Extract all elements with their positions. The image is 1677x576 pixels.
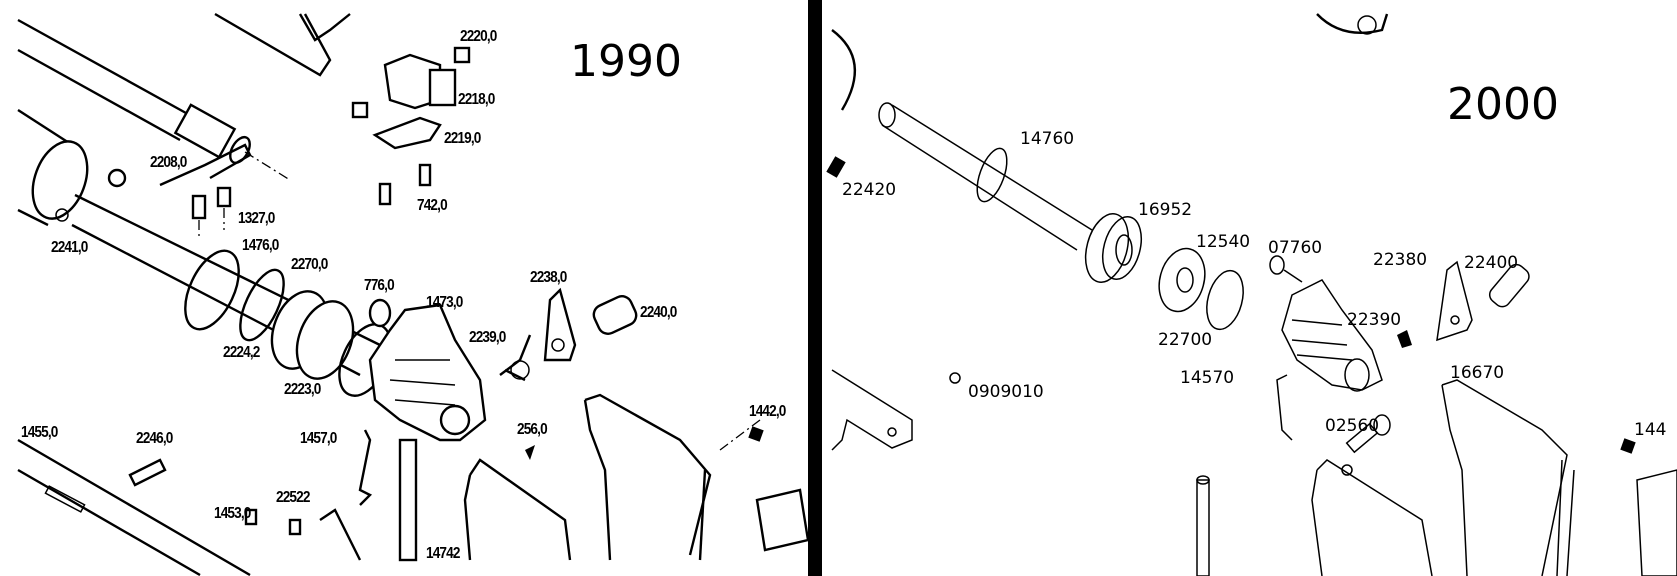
part-label: 22400 <box>1464 253 1519 273</box>
parts-drawing-1990 <box>17 12 808 576</box>
part-label: 144 <box>1634 420 1667 440</box>
part-label: 1476,0 <box>242 237 279 254</box>
part-label: 2224,2 <box>223 344 260 361</box>
part-label: 22522 <box>276 489 310 506</box>
part-label: 2239,0 <box>469 329 506 346</box>
panel-divider <box>808 0 822 576</box>
part-label: 22390 <box>1347 310 1402 330</box>
part-label: 1453,0 <box>214 505 251 522</box>
part-label: 22420 <box>842 180 897 200</box>
part-label: 22380 <box>1373 250 1428 270</box>
part-label: 256,0 <box>517 421 548 438</box>
part-label: 16952 <box>1138 200 1193 220</box>
part-label: 1473,0 <box>426 294 463 311</box>
part-label: 2241,0 <box>51 239 88 256</box>
part-label: 776,0 <box>364 277 395 294</box>
part-label: 22700 <box>1158 330 1213 350</box>
part-label: 14760 <box>1020 129 1075 149</box>
part-label: 2246,0 <box>136 430 173 447</box>
part-label: 2223,0 <box>284 381 321 398</box>
part-label: 12540 <box>1196 232 1251 252</box>
year-label-2000: 2000 <box>1447 79 1559 130</box>
part-label: 742,0 <box>417 197 448 214</box>
diagram-2000: 2000 14760 22420 16952 12540 07760 22380… <box>822 0 1677 576</box>
part-label: 2218,0 <box>458 91 495 108</box>
part-label: 2240,0 <box>640 304 677 321</box>
part-label: 02560 <box>1325 416 1380 436</box>
parts-drawing-2000 <box>826 13 1677 576</box>
part-label: 1442,0 <box>749 403 786 420</box>
part-label: 14742 <box>426 545 460 562</box>
part-label: 14570 <box>1180 368 1235 388</box>
diagram-1990: 1990 2220,0 2218,0 2219,0 742,0 2208,0 1… <box>0 0 808 576</box>
part-label: 2220,0 <box>460 28 497 45</box>
part-label: 07760 <box>1268 238 1323 258</box>
part-label: 1455,0 <box>21 424 58 441</box>
part-label: 0909010 <box>968 382 1044 402</box>
part-label: 1457,0 <box>300 430 337 447</box>
year-label-1990: 1990 <box>570 36 682 87</box>
part-label: 16670 <box>1450 363 1505 383</box>
part-label: 1327,0 <box>238 210 275 227</box>
part-label: 2208,0 <box>150 154 187 171</box>
part-label: 2270,0 <box>291 256 328 273</box>
part-label: 2238,0 <box>530 269 567 286</box>
part-label: 2219,0 <box>444 130 481 147</box>
